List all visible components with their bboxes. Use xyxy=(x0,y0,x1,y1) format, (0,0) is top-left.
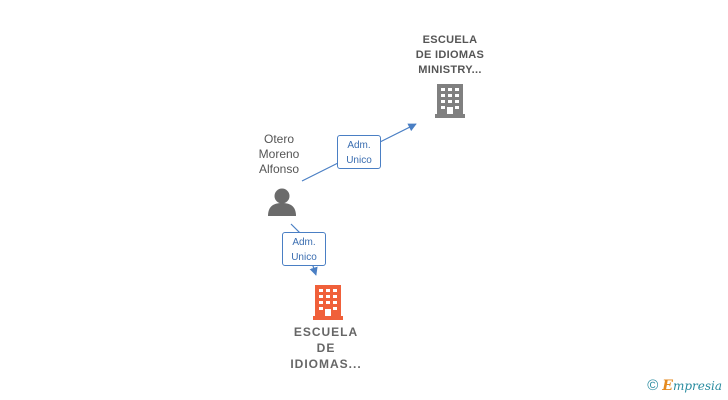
edge-role-box-bottom: Adm. Unico xyxy=(282,232,326,266)
edge-role-box-top: Adm. Unico xyxy=(337,135,381,169)
brand-name: Empresia xyxy=(662,378,722,394)
building-icon[interactable] xyxy=(313,285,343,320)
edge-role-line2: Unico xyxy=(291,252,317,263)
brand-rest: mpresia xyxy=(672,378,722,393)
edge-role-line1: Adm. xyxy=(292,237,316,248)
brand-watermark: © Empresia xyxy=(647,377,722,394)
person-label[interactable]: Otero Moreno Alfonso xyxy=(258,132,300,176)
company-top-label[interactable]: ESCUELA DE IDIOMAS MINISTRY... xyxy=(415,34,485,76)
company-focus-label[interactable]: ESCUELA DE IDIOMAS... xyxy=(290,325,362,371)
copyright-symbol: © xyxy=(647,377,659,394)
person-icon[interactable] xyxy=(268,188,296,217)
edge-role-line2: Unico xyxy=(346,155,372,166)
edge-role-line1: Adm. xyxy=(347,140,371,151)
brand-initial: E xyxy=(662,377,673,394)
building-icon[interactable] xyxy=(435,84,465,118)
